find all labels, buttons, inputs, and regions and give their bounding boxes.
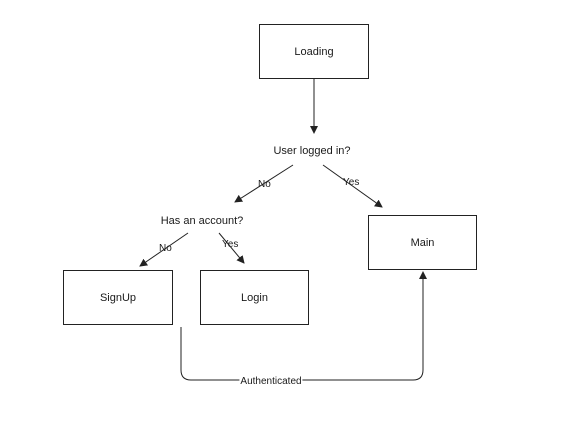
arrow-has-account-no (139, 232, 189, 267)
loading-node: Loading (259, 24, 369, 79)
authenticated-label: Authenticated (239, 376, 303, 387)
logged-in-yes-label: Yes (343, 177, 360, 188)
main-node: Main (368, 215, 477, 270)
has-account-no-label: No (159, 243, 172, 254)
main-node-label: Main (410, 236, 435, 249)
logged-in-question: User logged in? (273, 145, 351, 157)
arrow-logged-in-no (234, 164, 294, 203)
has-account-yes-label: Yes (222, 239, 239, 250)
arrow-logged-in-yes (322, 164, 383, 208)
login-node-label: Login (241, 291, 268, 304)
logged-in-no-label: No (258, 179, 271, 190)
has-account-question: Has an account? (160, 215, 244, 227)
login-node: Login (200, 270, 309, 325)
loading-node-label: Loading (294, 45, 334, 58)
arrow-has-account-yes (218, 232, 245, 264)
signup-node: SignUp (63, 270, 173, 325)
signup-node-label: SignUp (99, 291, 137, 304)
